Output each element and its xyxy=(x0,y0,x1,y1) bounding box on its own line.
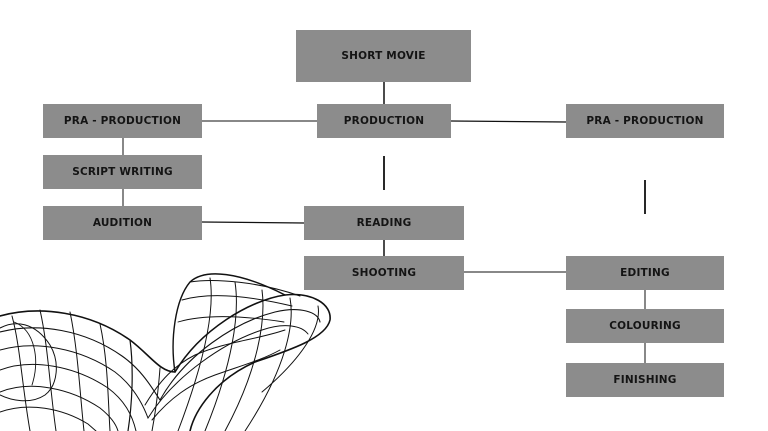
node-editing: EDITING xyxy=(566,256,724,290)
edge-audition-reading xyxy=(201,221,305,224)
node-production: PRODUCTION xyxy=(317,104,451,138)
node-colouring: COLOURING xyxy=(566,309,724,343)
connector-lines xyxy=(122,82,646,363)
node-short-movie: SHORT MOVIE xyxy=(296,30,471,82)
wireframe-surface-decoration xyxy=(0,273,331,431)
node-finishing: FINISHING xyxy=(566,363,724,397)
node-pra-production-right: PRA - PRODUCTION xyxy=(566,104,724,138)
node-pra-production-left: PRA - PRODUCTION xyxy=(43,104,202,138)
node-audition: AUDITION xyxy=(43,206,202,240)
node-shooting: SHOOTING xyxy=(304,256,464,290)
node-script-writing: SCRIPT WRITING xyxy=(43,155,202,189)
edge-production-pra-right xyxy=(450,120,567,123)
node-reading: READING xyxy=(304,206,464,240)
